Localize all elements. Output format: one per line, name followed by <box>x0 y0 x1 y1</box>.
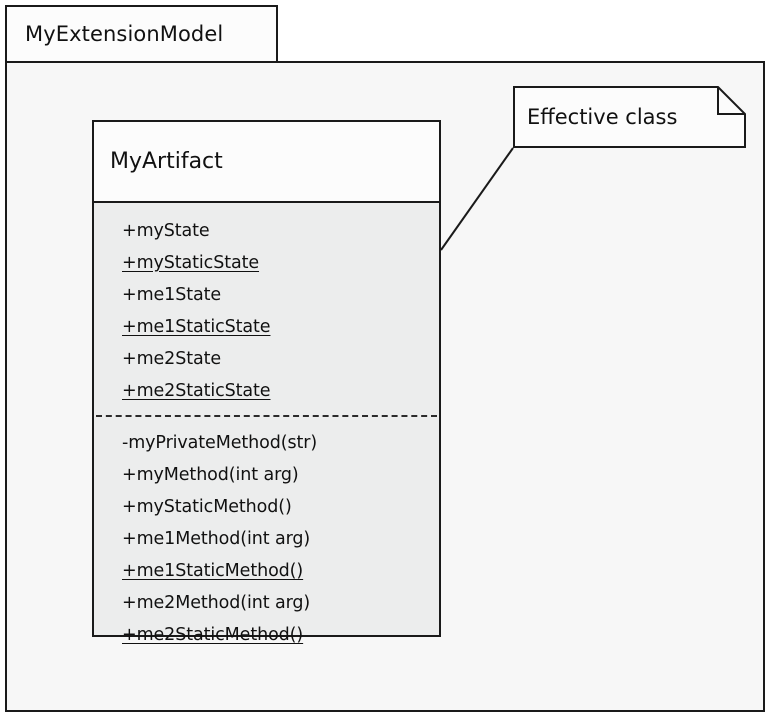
attribute-item: +me1State <box>122 285 222 305</box>
attribute-item: +myStaticState <box>122 253 260 273</box>
class-name-compartment: MyArtifact <box>94 122 439 203</box>
operations-compartment: -myPrivateMethod(str) +myMethod(int arg)… <box>94 417 439 657</box>
class-name-label: MyArtifact <box>110 149 223 174</box>
note-label: Effective class <box>527 105 678 129</box>
compartment-divider <box>96 415 437 417</box>
attribute-item: +myState <box>122 221 210 241</box>
operation-item: -myPrivateMethod(str) <box>122 433 318 453</box>
class-box-myartifact[interactable]: MyArtifact +myState +myStaticState +me1S… <box>92 120 441 645</box>
operation-item: +me2StaticMethod() <box>122 625 304 645</box>
operation-item: +me1Method(int arg) <box>122 529 311 549</box>
note-shape-icon <box>513 86 746 148</box>
attribute-item: +me2State <box>122 349 222 369</box>
package-name-tab: MyExtensionModel <box>5 5 278 63</box>
note-leader-line <box>440 147 514 251</box>
attribute-item: +me2StaticState <box>122 381 271 401</box>
operation-item: +myStaticMethod() <box>122 497 292 517</box>
operation-item: +me1StaticMethod() <box>122 561 304 581</box>
attribute-item: +me1StaticState <box>122 317 271 337</box>
operation-item: +me2Method(int arg) <box>122 593 311 613</box>
operation-item: +myMethod(int arg) <box>122 465 299 485</box>
note-effective-class[interactable]: Effective class <box>513 86 746 148</box>
package-name-label: MyExtensionModel <box>25 22 224 46</box>
attributes-compartment: +myState +myStaticState +me1State +me1St… <box>94 203 439 413</box>
